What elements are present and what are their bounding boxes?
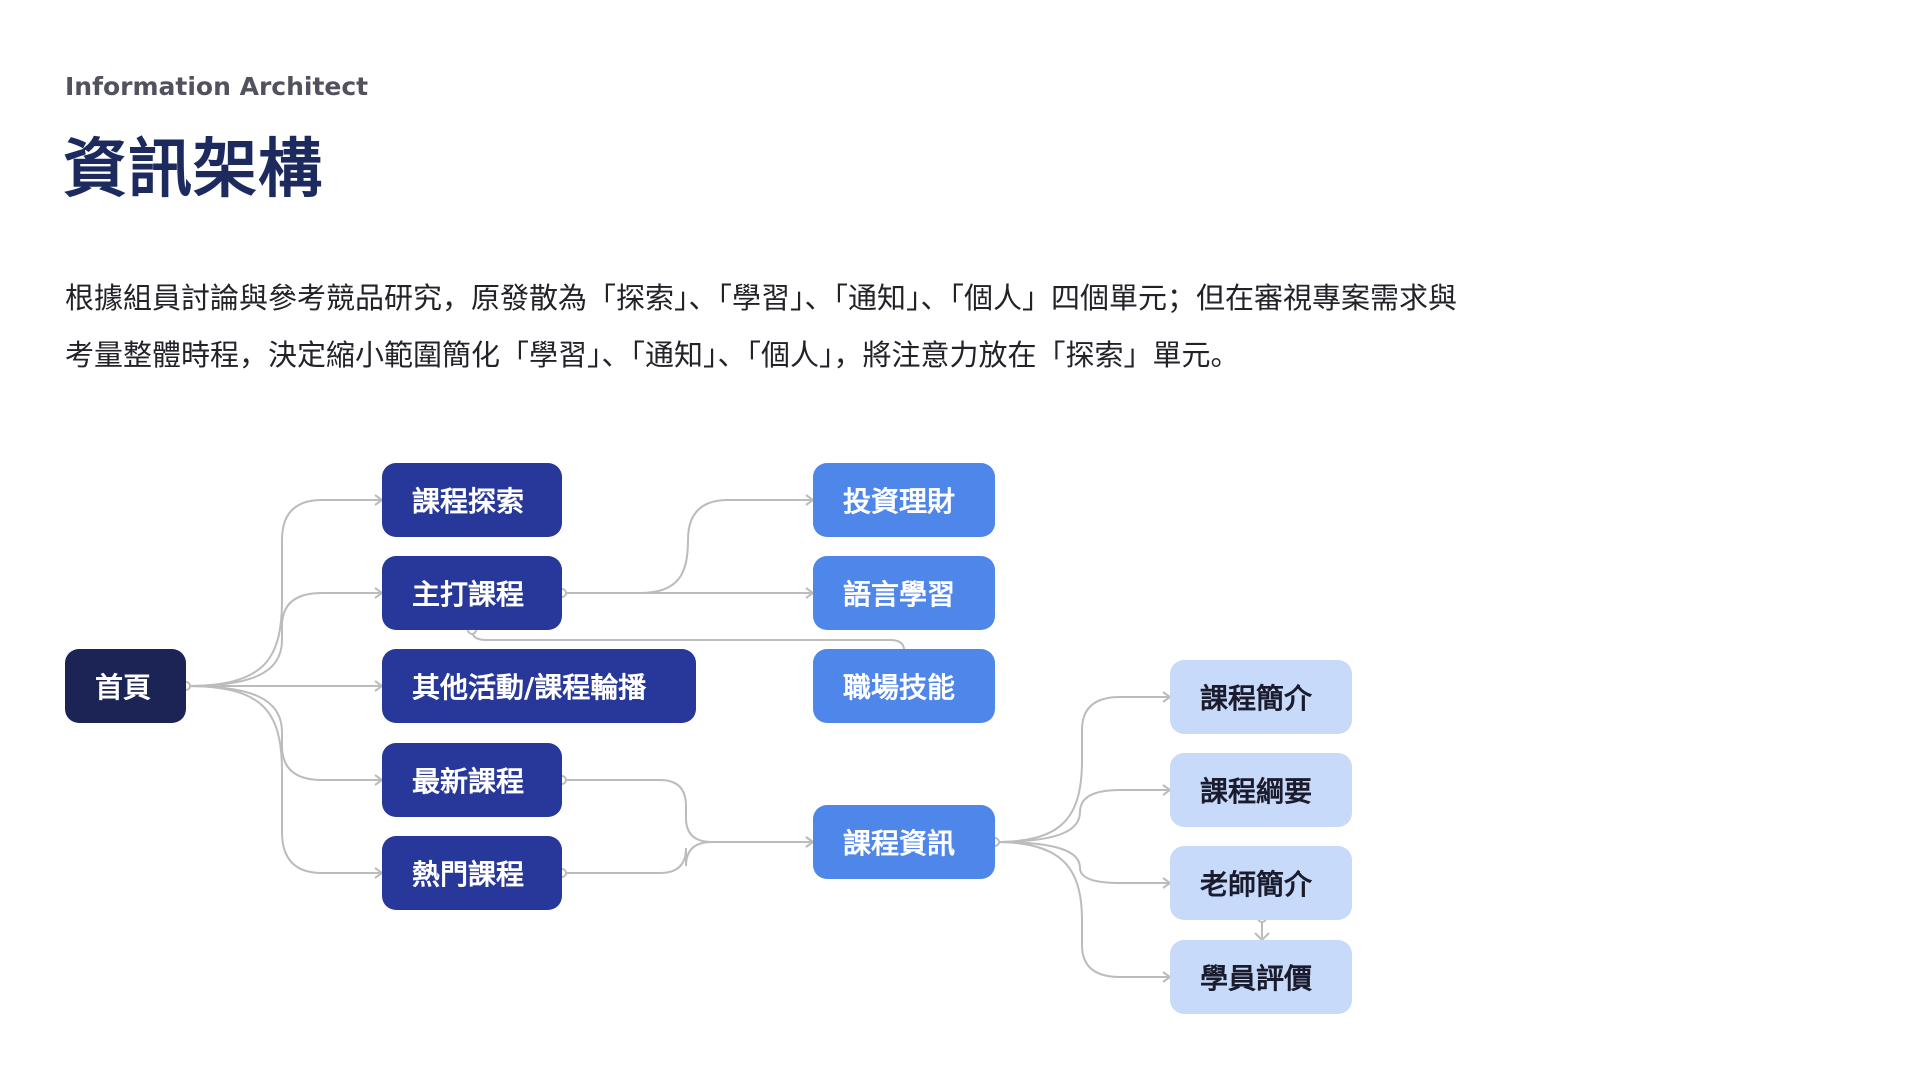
page-subtitle: Information Architect xyxy=(65,72,369,101)
page-title: 資訊架構 xyxy=(63,133,323,207)
node-other-events-carousel[interactable]: 其他活動/課程輪播 xyxy=(382,649,696,723)
description: 根據組員討論與參考競品研究，原發散為「探索」、「學習」、「通知」、「個人」四個單… xyxy=(65,270,1825,384)
connector-root-newest xyxy=(185,685,384,786)
node-course-info[interactable]: 課程資訊 xyxy=(813,805,995,879)
node-popular-courses[interactable]: 熱門課程 xyxy=(382,836,562,910)
node-language-learning[interactable]: 語言學習 xyxy=(813,556,995,630)
node-course-explore[interactable]: 課程探索 xyxy=(382,463,562,537)
connector-root-popular xyxy=(185,685,384,879)
connector-featured-career xyxy=(471,629,905,651)
node-course-outline[interactable]: 課程綱要 xyxy=(1170,753,1352,827)
connector-info-intro xyxy=(994,691,1172,843)
node-course-intro[interactable]: 課程簡介 xyxy=(1170,660,1352,734)
connector-info-teacher xyxy=(994,841,1172,889)
description-line-1: 根據組員討論與參考競品研究，原發散為「探索」、「學習」、「通知」、「個人」四個單… xyxy=(65,281,1458,315)
connector-root-featured xyxy=(185,587,384,687)
node-student-reviews[interactable]: 學員評價 xyxy=(1170,940,1352,1014)
node-newest-courses[interactable]: 最新課程 xyxy=(382,743,562,817)
node-teacher-intro[interactable]: 老師簡介 xyxy=(1170,846,1352,920)
connector-info-reviews xyxy=(994,841,1172,983)
description-line-2: 考量整體時程，決定縮小範圍簡化「學習」、「通知」、「個人」，將注意力放在「探索」… xyxy=(65,338,1240,372)
node-career-skills[interactable]: 職場技能 xyxy=(813,649,995,723)
connector-root-explore xyxy=(185,494,384,687)
node-home[interactable]: 首頁 xyxy=(65,649,186,723)
connector-featured-invest xyxy=(562,494,815,594)
node-investment-finance[interactable]: 投資理財 xyxy=(813,463,995,537)
connector-info-outline xyxy=(994,784,1172,843)
connector-newest-info xyxy=(562,779,815,848)
connector-popular-info xyxy=(562,836,815,874)
node-featured-courses[interactable]: 主打課程 xyxy=(382,556,562,630)
